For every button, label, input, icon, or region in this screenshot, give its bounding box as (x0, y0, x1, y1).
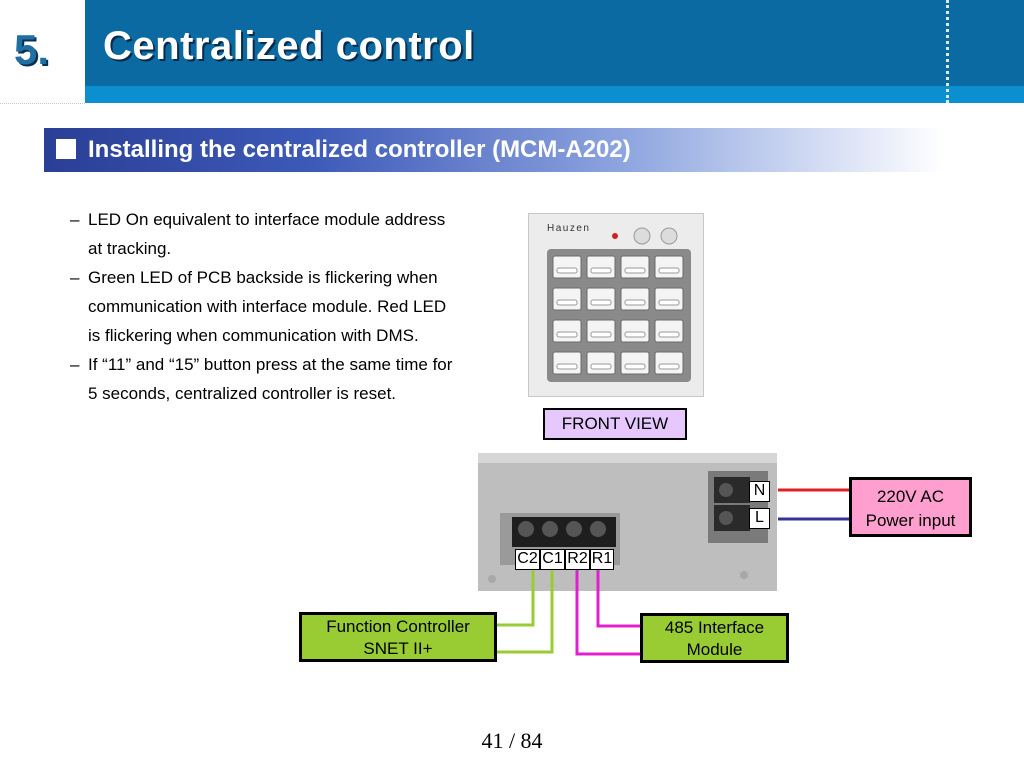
controller-front-photo: Hauzen (528, 213, 704, 397)
keypad-key-slot (556, 363, 578, 370)
square-bullet-icon (56, 139, 76, 159)
controller-front-illustration: Hauzen (529, 214, 703, 396)
round-button-icon (660, 227, 678, 245)
keypad-key-slot (590, 331, 612, 338)
keypad-key-slot (556, 331, 578, 338)
bullet-list: –LED On equivalent to interface module a… (70, 205, 460, 408)
keypad-key-slot (590, 363, 612, 370)
front-view-label: FRONT VIEW (543, 408, 687, 440)
function-controller-box: Function Controller SNET II+ (299, 612, 497, 662)
header-bar (85, 0, 1024, 86)
header-dotted-divider (946, 0, 949, 103)
c2-wire (497, 569, 535, 627)
subtitle: Installing the centralized controller (M… (88, 136, 631, 163)
interface-module-box: 485 Interface Module (640, 613, 789, 663)
keypad-key-slot (556, 267, 578, 274)
bullet-item: –Green LED of PCB backside is flickering… (70, 268, 447, 345)
c1-wire (497, 569, 554, 654)
bullet-item: –If “11” and “15” button press at the sa… (70, 355, 453, 403)
keypad-key-slot (624, 267, 646, 274)
r2-wire (575, 569, 641, 656)
header-dotted-line (0, 103, 85, 104)
bullet-item: –LED On equivalent to interface module a… (70, 210, 446, 258)
terminal-l-label: L (749, 508, 770, 529)
round-button-icon (633, 227, 651, 245)
keypad-keys (552, 255, 684, 375)
header-stripe (85, 86, 1024, 103)
keypad-key-slot (556, 299, 578, 306)
keypad-key-slot (624, 363, 646, 370)
terminal-c2-label: C2 (515, 549, 540, 570)
keypad-key-slot (658, 299, 680, 306)
terminal-r2-label: R2 (565, 549, 590, 570)
keypad-key-slot (658, 363, 680, 370)
keypad-key-slot (590, 299, 612, 306)
brand-logo: Hauzen (547, 223, 590, 234)
section-number: 5. (14, 26, 50, 73)
page-title: Centralized control (103, 24, 475, 68)
keypad-key-slot (624, 331, 646, 338)
keypad-key-slot (658, 331, 680, 338)
header-left-panel (0, 0, 85, 103)
terminal-c1-label: C1 (540, 549, 565, 570)
subtitle-bar (44, 128, 944, 172)
red-led-icon (612, 233, 618, 239)
r1-wire (596, 569, 641, 628)
terminal-n-label: N (749, 481, 770, 502)
page-number: 41 / 84 (481, 728, 543, 753)
terminal-r1-label: R1 (590, 549, 614, 570)
keypad-key-slot (590, 267, 612, 274)
power-input-box: 220V AC Power input (849, 477, 972, 537)
keypad-key-slot (624, 299, 646, 306)
keypad-key-slot (658, 267, 680, 274)
keypad-frame (547, 249, 691, 382)
